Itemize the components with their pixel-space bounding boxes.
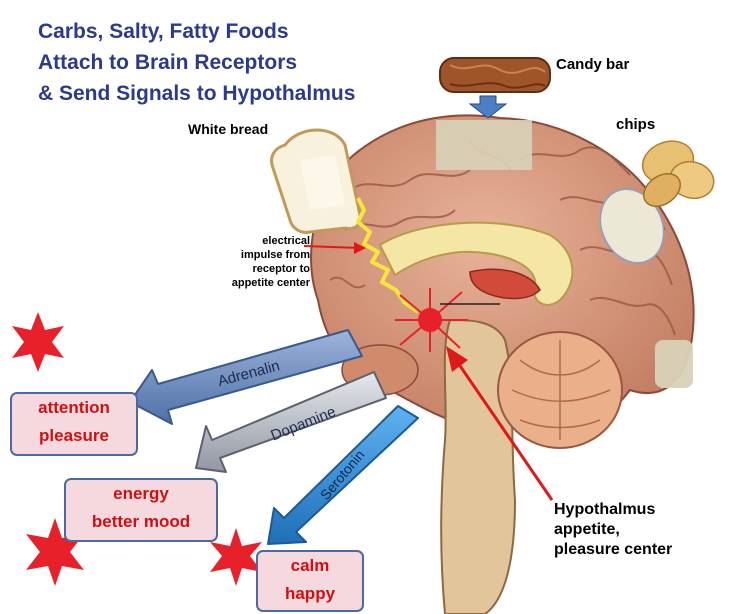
effect-text: energy	[66, 480, 216, 508]
serotonin-label: Serotonin	[317, 447, 368, 503]
candy-bar-label: Candy bar	[556, 56, 629, 73]
impulse-annotation-line: receptor to	[210, 262, 310, 276]
star-icon	[210, 528, 262, 586]
candy-bar-image	[440, 58, 550, 92]
impulse-annotation-line: impulse from	[210, 248, 310, 262]
receptor-right	[655, 340, 693, 388]
effect-text: calm	[258, 552, 362, 580]
impulse-annotation-line: appetite center	[210, 276, 310, 290]
chips-label: chips	[616, 116, 655, 133]
white-bread-image	[272, 130, 361, 232]
title-line-1: Carbs, Salty, Fatty Foods	[38, 20, 289, 44]
hypothalamus-label-line: Hypothalmus	[554, 500, 672, 520]
effect-box-adrenalin: attention pleasure	[10, 392, 138, 456]
effect-text: better mood	[66, 508, 216, 536]
impulse-annotation-line: electrical	[210, 234, 310, 248]
title-line-3: & Send Signals to Hypothalmus	[38, 82, 355, 106]
star-icon	[12, 312, 64, 372]
receptor-top	[436, 120, 532, 170]
effect-box-dopamine: energy better mood	[64, 478, 218, 542]
white-bread-label: White bread	[188, 121, 268, 137]
effect-text: attention	[12, 394, 136, 422]
impulse-annotation: electrical impulse from receptor to appe…	[210, 234, 310, 290]
hypothalamus-label-line: pleasure center	[554, 540, 672, 560]
hypothalamus-label: Hypothalmus appetite, pleasure center	[554, 500, 672, 560]
effect-text: happy	[258, 580, 362, 608]
hypothalamus-spot	[418, 308, 442, 332]
effect-box-serotonin: calm happy	[256, 550, 364, 612]
hypothalamus-label-line: appetite,	[554, 520, 672, 540]
title-line-2: Attach to Brain Receptors	[38, 51, 297, 75]
chips-image	[637, 134, 718, 213]
effect-text: pleasure	[12, 422, 136, 450]
